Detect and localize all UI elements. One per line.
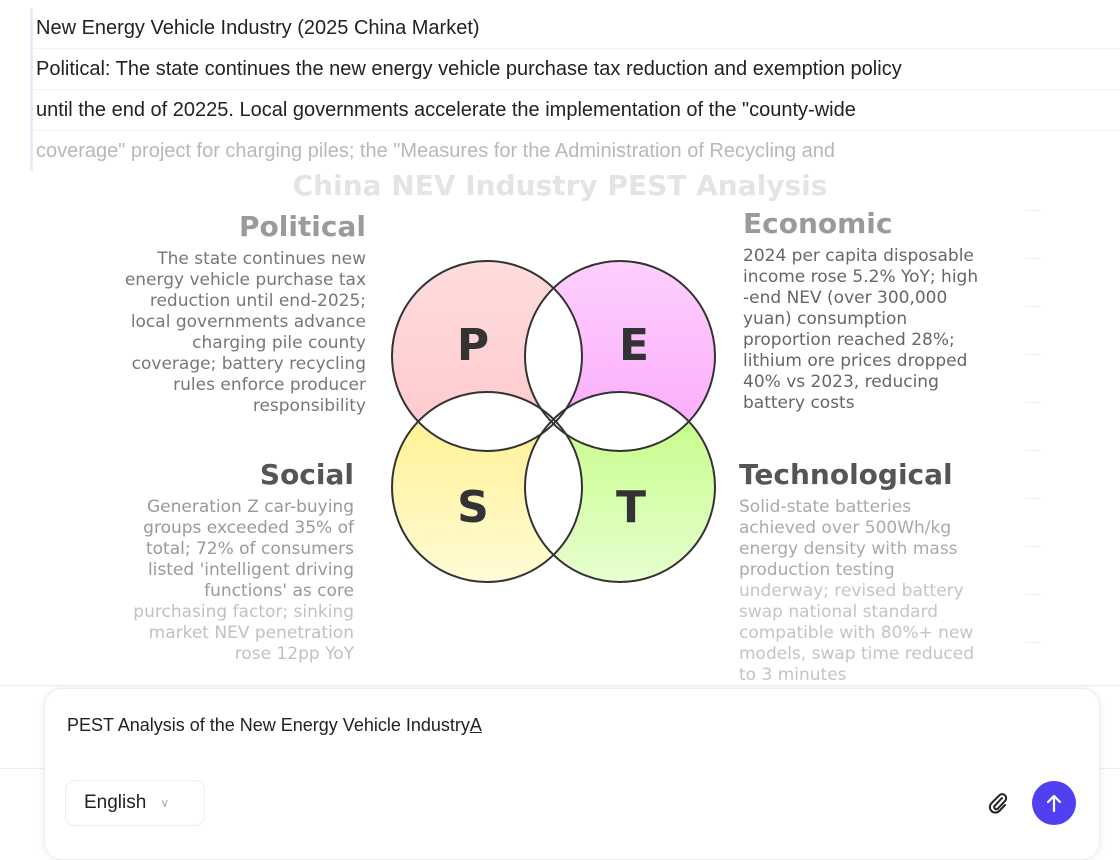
text-line: local governments advance xyxy=(130,312,366,332)
faint-dividers xyxy=(1025,210,1041,690)
text-line: lithium ore prices dropped xyxy=(743,351,968,371)
doc-line: New Energy Vehicle Industry (2025 China … xyxy=(33,8,1120,49)
text-line: groups exceeded 35% of xyxy=(143,518,354,538)
text-line: proportion reached 28%; xyxy=(743,330,955,350)
text-line: functions' as core xyxy=(204,581,354,601)
political-title: Political xyxy=(238,210,366,243)
text-line: energy density with mass xyxy=(739,539,958,559)
letter-e: E xyxy=(619,320,649,371)
divider xyxy=(0,685,1120,686)
circle-economic xyxy=(525,261,715,451)
chat-composer: PEST Analysis of the New Energy Vehicle … xyxy=(44,688,1100,860)
text-line: rose 12pp YoY xyxy=(234,644,354,664)
text-line: Generation Z car-buying xyxy=(146,497,354,517)
language-select[interactable]: English ∨ xyxy=(65,780,205,826)
letter-t: T xyxy=(616,482,646,533)
text-line: market NEV penetration xyxy=(148,623,354,643)
chevron-down-icon: ∨ xyxy=(160,796,170,810)
text-line: income rose 5.2% YoY; high xyxy=(743,267,979,287)
letter-p: P xyxy=(457,320,489,371)
doc-line: Political: The state continues the new e… xyxy=(33,49,1120,90)
letter-s: S xyxy=(457,482,489,533)
social-title: Social xyxy=(259,458,354,491)
text-line: battery costs xyxy=(743,393,855,413)
text-line: energy vehicle purchase tax xyxy=(124,270,366,290)
text-line: charging pile county xyxy=(192,333,366,353)
text-line: underway; revised battery xyxy=(739,581,964,601)
text-line: compatible with 80%+ new xyxy=(739,623,974,643)
text-line: purchasing factor; sinking xyxy=(133,602,354,622)
text-line: -end NEV (over 300,000 xyxy=(743,288,948,308)
text-line: coverage; battery recycling xyxy=(131,354,366,374)
text-line: The state continues new xyxy=(157,249,366,269)
text-line: 2024 per capita disposable xyxy=(743,246,974,266)
text-line: swap national standard xyxy=(739,602,939,622)
doc-line: coverage" project for charging piles; th… xyxy=(36,140,836,162)
document-preview: New Energy Vehicle Industry (2025 China … xyxy=(30,8,1120,171)
prompt-input[interactable]: PEST Analysis of the New Energy Vehicle … xyxy=(67,715,482,735)
language-value: English xyxy=(84,792,147,813)
text-line: responsibility xyxy=(252,396,366,416)
technological-title: Technological xyxy=(739,458,953,491)
ghost-title: China NEV Industry PEST Analysis xyxy=(292,169,828,202)
text-line: listed 'intelligent driving xyxy=(147,560,354,580)
text-line: production testing xyxy=(739,560,895,580)
send-button[interactable] xyxy=(1032,781,1076,825)
text-line: Solid-state batteries xyxy=(739,497,912,517)
circle-social xyxy=(392,392,582,582)
text-line: to 3 minutes xyxy=(739,665,847,685)
text-line: achieved over 500Wh/kg xyxy=(739,518,952,538)
pest-venn-diagram: P E S T xyxy=(391,260,716,583)
text-line: total; 72% of consumers xyxy=(145,539,354,559)
circle-political xyxy=(392,261,582,451)
arrow-up-icon xyxy=(1046,794,1062,813)
text-line: 40% vs 2023, reducing xyxy=(743,372,939,392)
text-line: reduction until end-2025; xyxy=(149,291,366,311)
doc-line: until the end of 20225. Local government… xyxy=(33,90,1120,131)
text-line: rules enforce producer xyxy=(173,375,366,395)
text-line: models, swap time reduced xyxy=(739,644,975,664)
text-line: yuan) consumption xyxy=(743,309,908,329)
circle-technological xyxy=(525,392,715,582)
economic-title: Economic xyxy=(743,207,893,240)
paperclip-icon[interactable] xyxy=(987,791,1009,815)
